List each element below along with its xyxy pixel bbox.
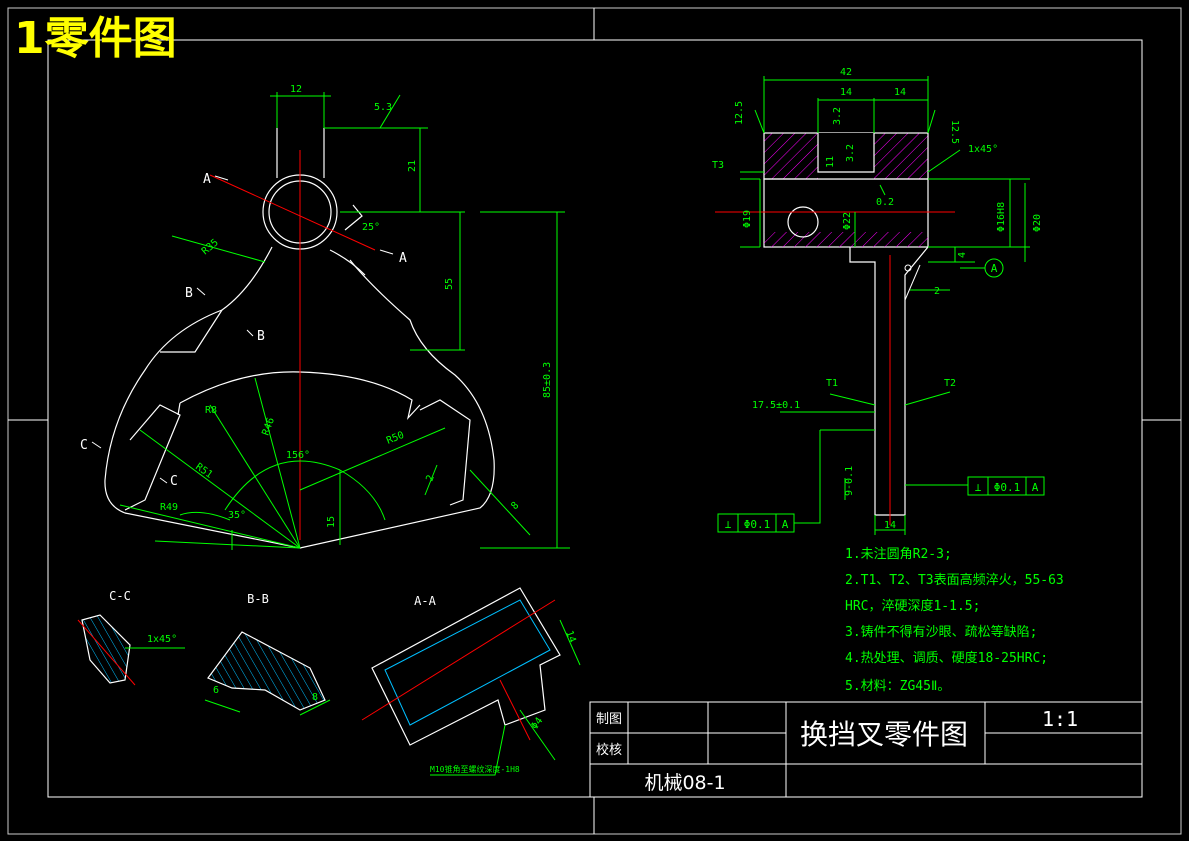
title-block-texts: 制图 校核 换挡叉零件图 1:1 机械08-1 bbox=[596, 707, 1078, 794]
dim-42: 42 bbox=[840, 67, 852, 78]
fork-front-view bbox=[104, 128, 495, 549]
section-aa: 14 Φ4 M10锥角至螺纹深度-1H8 bbox=[361, 587, 581, 776]
section-label-cc: C-C bbox=[109, 589, 131, 603]
dim-55: 55 bbox=[444, 278, 455, 290]
note-5: 4.热处理、调质、硬度18-25HRC; bbox=[845, 650, 1048, 666]
drawing-number: 机械08-1 bbox=[644, 772, 725, 794]
datum-marker: A bbox=[984, 258, 1004, 278]
dim-bb-8: 8 bbox=[312, 692, 318, 703]
side-view-centerlines bbox=[715, 211, 955, 525]
section-label-bb: B-B bbox=[247, 592, 269, 606]
dim-9: 9-0.1 bbox=[844, 466, 855, 496]
dim-phi22: Φ22 bbox=[842, 212, 853, 230]
fork-centerlines bbox=[209, 150, 376, 540]
tolerance-frame-left: ⊥ Φ0.1 A bbox=[717, 513, 795, 533]
drawing-scale: 1:1 bbox=[1042, 707, 1078, 731]
dim-3-2a: 3.2 bbox=[832, 107, 843, 125]
fork-dimension-lines bbox=[119, 92, 570, 550]
dim-5-3: 5.3 bbox=[374, 102, 392, 113]
dim-12-5b: 12.5 bbox=[949, 120, 960, 144]
section-label-aa: A-A bbox=[414, 594, 436, 608]
note-4: 3.铸件不得有沙眼、疏松等缺陷; bbox=[845, 624, 1037, 640]
dim-8: 8 bbox=[509, 500, 521, 512]
title-block bbox=[589, 701, 1143, 798]
dim-14c: 14 bbox=[884, 520, 896, 531]
cut-marker-a1: A bbox=[203, 172, 211, 187]
cut-marker-a2: A bbox=[399, 251, 407, 266]
dim-aa-14: 14 bbox=[563, 629, 577, 644]
dim-11: 11 bbox=[825, 156, 836, 168]
section-cc: 1x45° bbox=[77, 614, 185, 686]
dim-25deg: 25° bbox=[362, 222, 380, 233]
note-2: 2.T1、T2、T3表面高频淬火，55-63 bbox=[845, 572, 1064, 588]
cut-marker-c1: C bbox=[80, 438, 88, 453]
dim-21: 21 bbox=[407, 160, 418, 172]
section-labels: C-C B-B A-A bbox=[109, 589, 436, 608]
label-t2: T2 bbox=[944, 378, 956, 389]
cut-marker-c2: C bbox=[170, 474, 178, 489]
dim-phi16: Φ16H8 bbox=[996, 202, 1007, 232]
note-6: 5.材料：ZG45Ⅱ。 bbox=[845, 679, 950, 694]
drawing-title: 换挡叉零件图 bbox=[800, 718, 968, 751]
dim-2: 2 bbox=[424, 474, 436, 483]
dim-4: 4 bbox=[957, 252, 968, 258]
dim-r8: R8 bbox=[205, 405, 217, 416]
sheet-frame bbox=[7, 7, 1182, 835]
tolerance-symbol-2: ⊥ bbox=[725, 518, 732, 531]
side-view-dimension-texts: 42 14 14 12.5 12.5 3.2 3.2 11 T3 1x45° Φ… bbox=[712, 67, 1043, 531]
fork-side-view bbox=[763, 132, 929, 516]
cut-markers: A A B B C C bbox=[80, 172, 407, 489]
dim-3-2b: 3.2 bbox=[845, 144, 856, 162]
note-1: 1.未注圆角R2-3; bbox=[845, 547, 952, 562]
tolerance-datum-2: A bbox=[782, 518, 789, 531]
dim-chamfer: 1x45° bbox=[968, 144, 998, 155]
section-bb: 6 8 bbox=[204, 631, 331, 716]
title-block-checked: 校核 bbox=[596, 742, 622, 758]
dim-r50: R50 bbox=[385, 430, 406, 447]
label-t3: T3 bbox=[712, 160, 724, 171]
tolerance-value-2: Φ0.1 bbox=[744, 518, 771, 531]
dim-2-right: 2 bbox=[934, 286, 940, 297]
cut-marker-b1: B bbox=[185, 286, 193, 301]
dim-cc-chamfer: 1x45° bbox=[147, 634, 177, 645]
tolerance-frame-right: ⊥ Φ0.1 A bbox=[967, 476, 1045, 496]
title-block-drawn: 制图 bbox=[596, 712, 622, 727]
technical-notes: 1.未注圆角R2-3; 2.T1、T2、T3表面高频淬火，55-63 HRC，淬… bbox=[845, 547, 1064, 694]
dim-12-5a: 12.5 bbox=[734, 101, 745, 125]
thread-note: M10锥角至螺纹深度-1H8 bbox=[430, 764, 520, 774]
note-3: HRC，淬硬深度1-1.5; bbox=[845, 598, 980, 614]
dim-14a: 14 bbox=[840, 87, 852, 98]
dim-phi19: Φ19 bbox=[742, 210, 753, 228]
tolerance-symbol-1: ⊥ bbox=[975, 481, 982, 494]
dim-0-2: 0.2 bbox=[876, 197, 894, 208]
datum-a-label: A bbox=[991, 262, 998, 275]
dim-r35: R35 bbox=[200, 237, 221, 257]
tolerance-datum-1: A bbox=[1032, 481, 1039, 494]
dim-r51: R51 bbox=[193, 461, 214, 480]
dim-15: 15 bbox=[326, 516, 337, 528]
dim-14b: 14 bbox=[894, 87, 906, 98]
page-title: 1零件图 bbox=[14, 13, 177, 64]
dim-35deg: 35° bbox=[228, 510, 246, 521]
tolerance-value-1: Φ0.1 bbox=[994, 481, 1021, 494]
cut-marker-b2: B bbox=[257, 329, 265, 344]
dim-aa-phi4: Φ4 bbox=[529, 716, 545, 732]
dim-12: 12 bbox=[290, 84, 302, 95]
dim-r49: R49 bbox=[160, 502, 178, 513]
dim-r46: R46 bbox=[260, 416, 277, 437]
side-view-dimension-lines bbox=[740, 76, 1030, 535]
dim-phi20: Φ20 bbox=[1032, 214, 1043, 232]
label-t1: T1 bbox=[826, 378, 838, 389]
dim-17-5: 17.5±0.1 bbox=[752, 400, 800, 411]
dim-156deg: 156° bbox=[286, 450, 310, 461]
dim-85: 85±0.3 bbox=[542, 362, 553, 398]
dim-bb-6: 6 bbox=[213, 685, 219, 696]
cut-marker-ticks bbox=[91, 175, 394, 484]
